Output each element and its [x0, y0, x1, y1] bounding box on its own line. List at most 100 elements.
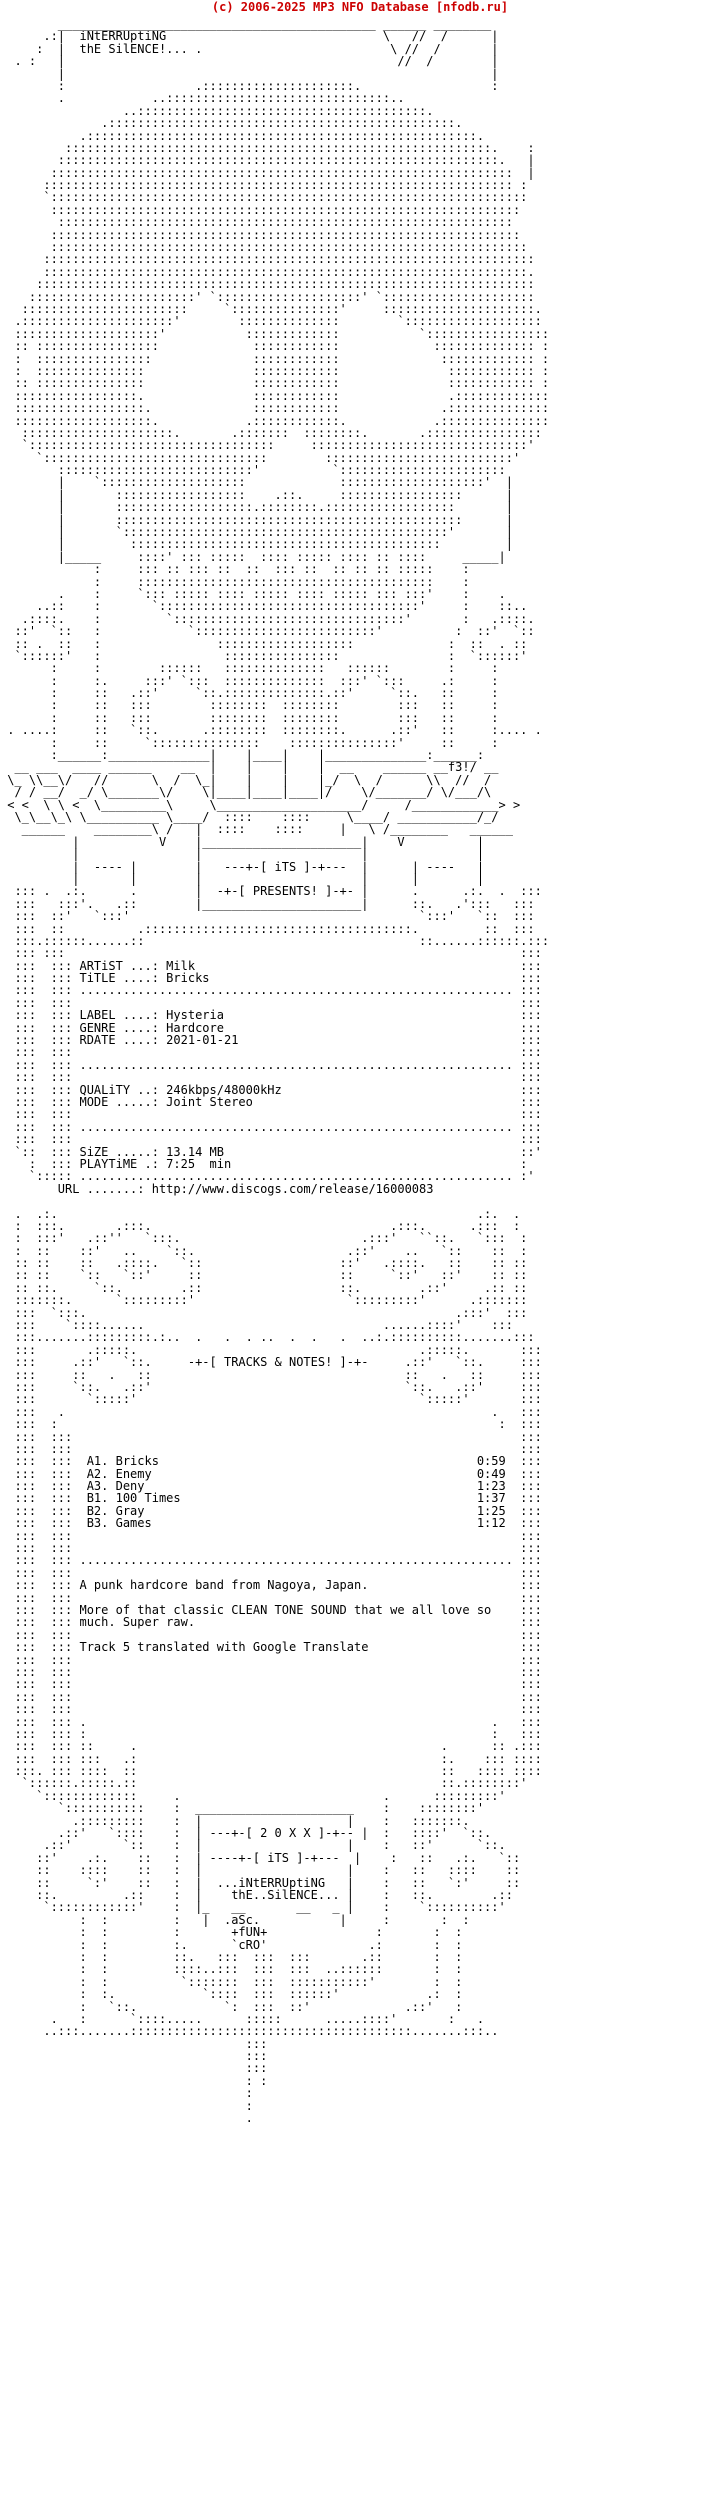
nfo-line: ..::::::::::::::::::::::::::::::::::::::…: [0, 103, 434, 118]
nfo-line: `::::::' : :::::::::::::::: : `::::::': [0, 648, 528, 663]
nfo-line: ::: `:::::' `:::::' :::: [0, 1392, 542, 1407]
nfo-line: ::: ::: GENRE ....: Hardcore :::: [0, 1020, 542, 1035]
nfo-line: ::: .::' `::. -+-[ TRACKS & NOTES! ]-+- …: [0, 1355, 542, 1370]
nfo-line: .:::::::::::::::::::::::::::::::::::::::…: [0, 128, 485, 143]
nfo-line: .::::::::: : | | : :::::::.: [0, 1813, 470, 1828]
nfo-line: .::' `:::: : | ---+-[ 2 0 X X ]-+-- | : …: [0, 1826, 492, 1841]
nfo-line: |_____ ::::' ::: ::::: :::: ::::: :::: :…: [0, 549, 506, 564]
nfo-line: ::: ::: :::: [0, 1677, 542, 1692]
nfo-line: ::. .:: : | thE..SilENCE... | : ::. .::: [0, 1887, 513, 1902]
nfo-line: : :: `::::::::::::::: :::::::::::::::' :…: [0, 735, 499, 750]
site-banner: (c) 2006-2025 MP3 NFO Database [nfodb.ru…: [211, 0, 509, 14]
nfo-line: : : `::::::: ::: :::::::::::' : :: [0, 1974, 463, 1989]
nfo-line: : :::' .::'' `:::. .:::' ``::. `::: :: [0, 1231, 528, 1246]
nfo-line: :: ::::::::::::::: :::::::::::: ::::::::…: [0, 376, 550, 391]
nfo-line: ::::::::::::::::::. :::::::::::: .::::::…: [0, 401, 550, 416]
nfo-line: ::: `:::. .:::' :::: [0, 1305, 528, 1320]
nfo-line: :::::::::::::::::::::::::::' `::::::::::…: [0, 463, 506, 478]
nfo-line: `::::::::::::::::::::::::::::::: :::::::…: [0, 450, 521, 465]
nfo-line: ::: ::: ARTiST ...: Milk :::: [0, 958, 542, 973]
nfo-line: ::::::::::::::::::::::::::::::::::::::::…: [0, 264, 535, 279]
nfo-line: :::: [0, 2036, 268, 2051]
nfo-line: . .:. .:. .: [0, 1206, 521, 1221]
nfo-line: ::::::::::::::::::::::::::::::::::::::::…: [0, 140, 535, 155]
nfo-line: ::: : : :::: [0, 1417, 542, 1432]
nfo-line: | | | |: [0, 847, 485, 862]
nfo-line: :: ::::::::::::::::: :::::::::::: ::::::…: [0, 339, 550, 354]
nfo-line: ::: ::: TiTLE ....: Bricks :::: [0, 971, 542, 986]
nfo-line: .: [0, 2111, 253, 2125]
nfo-line: `:::::::::::::::::::::::::::::::::: ::::…: [0, 438, 535, 453]
nfo-line: ::::::::::::::::::::::::::::::::::::::::…: [0, 165, 535, 180]
nfo-line: ::: ::: Track 5 translated with Google T…: [0, 1640, 542, 1655]
nfo-line: ::: ::: :::: [0, 1565, 542, 1580]
nfo-line: ::: :: .::::::::::::::::::::::::::::::::…: [0, 921, 535, 936]
nfo-line: : `::. `: ::: ::' .::' :: [0, 1999, 463, 2014]
nfo-line: .::' `:: : | | : ::' `::.: [0, 1838, 506, 1853]
nfo-line: : :: .::' `::.::::::::::::::.::' `::. ::…: [0, 686, 499, 701]
nfo-line: | `:::::::::::::::::::::::::::::::::::::…: [0, 525, 513, 540]
nfo-line: ::: ::' `:::' `:::' `:: :::: [0, 909, 535, 924]
nfo-line: ::: ::: :::: [0, 995, 542, 1010]
nfo-line: ::: ::: :::: [0, 1045, 542, 1060]
nfo-line: ::: ::: :: . . :: .:::: [0, 1739, 542, 1754]
nfo-line: ::: `::. .::' `::. .::' :::: [0, 1379, 542, 1394]
nfo-line: :: [0, 2098, 253, 2113]
nfo-line: :: :::: :: : | | : :: :::: ::: [0, 1863, 521, 1878]
nfo-line: ::: ::: ................................…: [0, 983, 542, 998]
nfo-line: ::: ::: :::: [0, 1689, 542, 1704]
nfo-line: : ::: PLAYTiME .: 7:25 min :: [0, 1156, 528, 1171]
nfo-line: : :::. .:::. .:::. .::: :: [0, 1218, 521, 1233]
nfo-line: . : `::: ::::: :::: ::::: :::: ::::: :::…: [0, 586, 506, 601]
nfo-line: :::. ::: :::: :: :: :::: ::::: [0, 1764, 542, 1779]
nfo-line: ::: ::: . . :::: [0, 1714, 542, 1729]
nfo-line: : :. `:::: ::: ::::::' .: :: [0, 1987, 463, 2002]
nfo-line: \_ \\__\/ // \ / \_| | | |_/ \ / \\ // /: [0, 772, 492, 787]
nfo-line: ::::::::::::::::::::::::::::::::::::::::…: [0, 252, 535, 267]
nfo-line: .::::. : `::::::::::::::::::::::::::::::…: [0, 611, 535, 626]
nfo-line: ::: . . :::: [0, 1404, 542, 1419]
nfo-line: `::::::::::::: . . :::::::::': [0, 1788, 506, 1803]
nfo-line: ::: ::: much. Super raw. :::: [0, 1615, 542, 1630]
nfo-line: `::::::::::::' : |_ __ __ _ | : `:::::::…: [0, 1900, 506, 1915]
nfo-line: . ....: :: `::. .:::::::: ::::::::. .::'…: [0, 723, 542, 738]
nfo-line: . : `::::..... ::::: .....::::' : .: [0, 2011, 485, 2026]
nfo-line: ::' `:: : `:::::::::::::::::::::::::' : …: [0, 624, 535, 639]
nfo-line: [0, 1195, 720, 1207]
nfo-line: : .:::::::::::::::::::::. :: [0, 78, 499, 93]
nfo-line: ::: .:::::. .:::::. :::: [0, 1342, 542, 1357]
nfo-line: ::: ::: :::: [0, 1070, 542, 1085]
nfo-line: | :::::::::::::::::: .::. ::::::::::::::…: [0, 487, 513, 502]
nfo-line: : : :::::: :::::::::::::: :::::: : :: [0, 661, 499, 676]
nfo-line: : :: ::: :::::::: :::::::: ::: :: :: [0, 710, 499, 725]
nfo-line: ::: ::: B2. Gray 1:25 :::: [0, 1503, 542, 1518]
nfo-line: ::: ::: ................................…: [0, 1553, 542, 1568]
nfo-line: :::::::. `:::::::::' `:::::::::' .::::::…: [0, 1293, 528, 1308]
nfo-line: `::::: .................................…: [0, 1169, 535, 1184]
nfo-line: | ---- | | ---+-[ iTS ]-+--- | | ---- |: [0, 859, 485, 874]
nfo-line: ::: ::: :::: [0, 1528, 542, 1543]
nfo-line: :______:______________| |____| |________…: [0, 748, 485, 763]
nfo-line: `:::::::::::::::::::::::::::::::::::::::…: [0, 190, 528, 205]
nfo-line: / / __/ _/ \_______\/ \|____|____|____|/…: [0, 785, 492, 800]
nfo-line: ::::::::::::::::::::::::::::::::::::::::…: [0, 215, 513, 230]
nfo-line: ::: ::: ::: .: :. ::: ::::: [0, 1751, 542, 1766]
nfo-line: ::: `::::...... ......::::' :::: [0, 1318, 513, 1333]
nfo-line: < < \ \ < \_________\ \_________________…: [0, 797, 521, 812]
nfo-line: | ::::::::::::::::::::::::::::::::::::::…: [0, 512, 513, 527]
nfo-line: ::: ::: B1. 100 Times 1:37 :::: [0, 1491, 542, 1506]
nfo-line: ::::::::::::::::::::::::::::::::::::::::…: [0, 153, 535, 168]
nfo-line: :::: [0, 2061, 268, 2076]
nfo-line: ::: ::: :::: [0, 1107, 542, 1122]
nfo-line: :::::::::::::::::::. .::::::::::::. .:::…: [0, 413, 550, 428]
nfo-line: : : :. `cRO' .: : :: [0, 1937, 463, 1952]
nfo-line: ::::::::::::::::::::::::::::::::::::::::…: [0, 202, 521, 217]
nfo-line: | V |______________________| V |: [0, 834, 485, 849]
nfo-line: `::::::::::: : ______________________ : …: [0, 1801, 485, 1816]
nfo-line: `::::::.:::::.:: ::.::::::::': [0, 1776, 528, 1791]
nfo-line: ::: ::: :::: [0, 1429, 542, 1444]
nfo-line: ::: :::'. .:: |______________________| :…: [0, 896, 535, 911]
nfo-line: : ::::::::::::::: :::::::::::: :::::::::…: [0, 363, 550, 378]
nfo-line: ::: ::: ................................…: [0, 1119, 542, 1134]
nfo-line: \_\__\_\ \__________ \____/ :::: :::: \_…: [0, 810, 499, 824]
